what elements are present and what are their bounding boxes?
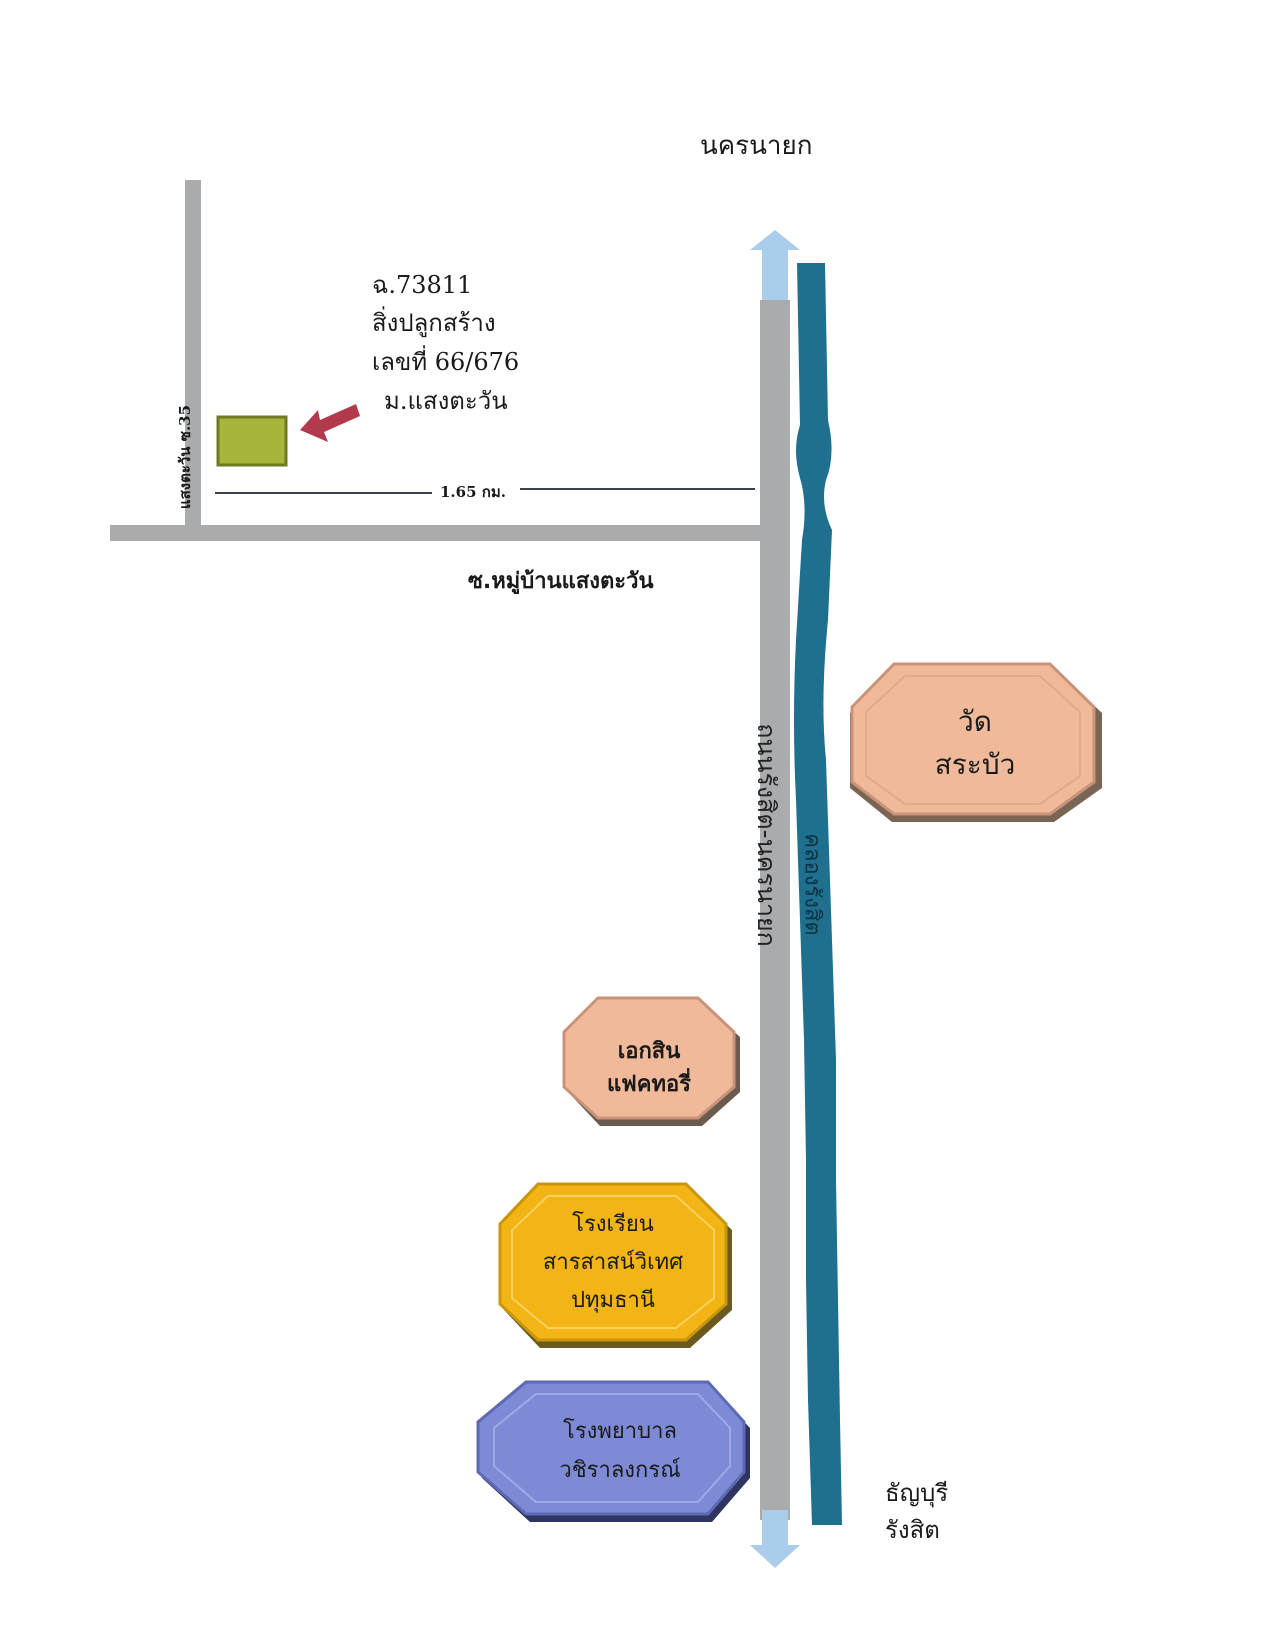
school-label-line1: โรงเรียน [572,1212,654,1237]
canal [794,263,842,1525]
property-label-line3: เลขที่ 66/676 [372,348,520,376]
distance-label: 1.65 กม. [440,483,506,501]
south-destination-label-line2: รังสิต [885,1516,940,1544]
school-label-line3: ปทุมธานี [571,1288,655,1313]
hospital-label-line1: โรงพยาบาล [563,1419,677,1444]
south-destination-label-line1: ธัญบุรี [885,1479,949,1507]
property-marker-icon [216,415,288,467]
factory-landmark [562,996,740,1126]
side-soi-road [185,180,201,530]
north-destination-label: นครนายก [700,131,813,161]
side-soi-label: แสงตะวัน ซ.35 [176,404,194,510]
pointer-arrow-icon [300,404,360,442]
hospital-landmark [476,1380,750,1522]
property-label-line1: ฉ.73811 [372,271,473,299]
village-soi-road [110,525,760,541]
main-road [760,300,790,1520]
canal-label: คลองรังสิต [799,833,825,936]
main-road-label: ถนนรังสิต-นครนายก [752,723,781,947]
village-soi-label: ซ.หมู่บ้านแสงตะวัน [468,569,654,594]
south-road-end-arrow-icon [750,1510,800,1568]
factory-label-line1: เอกสิน [617,1039,681,1064]
temple-label-line1: วัด [958,705,992,738]
property-label-line4: ม.แสงตะวัน [384,387,508,415]
school-landmark [498,1182,732,1348]
factory-label-line2: แฟคทอรี่ [606,1072,691,1097]
north-road-end-arrow-icon [750,230,800,300]
temple-label-line2: สระบัว [934,748,1016,781]
hospital-label-line2: วชิราลงกรณ์ [559,1458,681,1483]
school-label-line2: สารสาสน์วิเทศ [542,1250,684,1275]
temple-landmark [850,662,1102,822]
property-label-line2: สิ่งปลูกสร้าง [372,309,496,337]
